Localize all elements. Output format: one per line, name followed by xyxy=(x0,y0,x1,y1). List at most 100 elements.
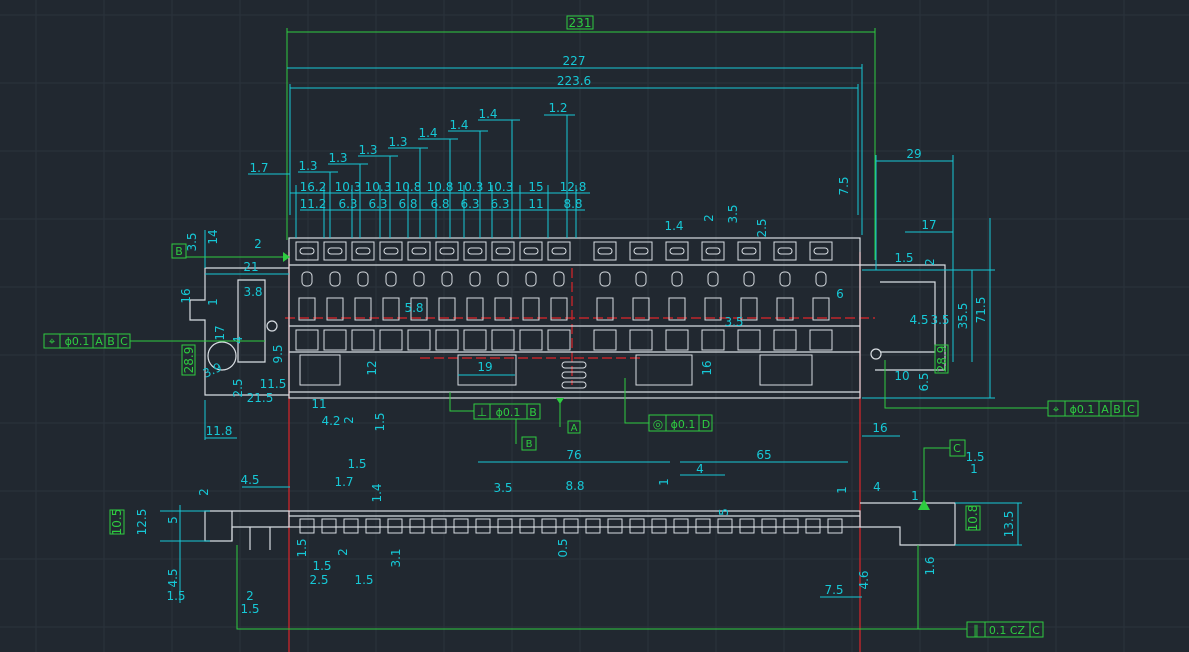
dim-1-3-b: 1.3 xyxy=(358,143,377,157)
pin-oval xyxy=(413,271,425,287)
dim-1-4-c: 1.4 xyxy=(418,126,437,140)
lower-cell xyxy=(629,329,653,351)
dim-2-left: 2 xyxy=(254,237,262,251)
dim-1-5-side-c: 1.5 xyxy=(354,573,373,587)
slot-cell xyxy=(491,241,515,261)
dim-10-5-box xyxy=(109,509,125,535)
tooth xyxy=(651,518,667,534)
dim-2-right: 2 xyxy=(923,258,937,266)
lower-cell xyxy=(593,329,617,351)
slot-cell xyxy=(809,241,833,261)
pitch-10-3-a: 10.3 xyxy=(335,180,362,194)
slot-6-8-a: 6.8 xyxy=(398,197,417,211)
dim-10-5: 10.5 xyxy=(110,509,124,536)
dim-1-7: 1.7 xyxy=(249,161,268,175)
dim-2-side-l: 2 xyxy=(246,589,254,603)
dim-3-5-top: 3.5 xyxy=(726,204,740,223)
stack-oval xyxy=(561,381,587,389)
lower-cell xyxy=(323,329,347,351)
slot-oval xyxy=(355,247,371,255)
tooth xyxy=(739,518,755,534)
fcf-perp-tol: ϕ0.1 xyxy=(496,406,521,419)
stagger-dimension-texts: 1.2 1.4 1.4 1.4 1.3 1.3 1.3 1.3 1.7 xyxy=(249,101,567,175)
dim-1-5-side-l2: 1.5 xyxy=(240,602,259,616)
left-hole xyxy=(266,320,278,332)
fcf-par-leader xyxy=(236,545,967,630)
dim-10-8: 10.8 xyxy=(966,505,980,532)
slot-oval xyxy=(411,247,427,255)
dim-14: 14 xyxy=(206,229,220,244)
tooth xyxy=(761,518,777,534)
fcf-concentric: ◎ ϕ0.1 D xyxy=(624,378,713,432)
tooth xyxy=(717,518,733,534)
tooth xyxy=(673,518,689,534)
lower-cell xyxy=(435,329,459,351)
pin-oval xyxy=(469,271,481,287)
datum-b-box xyxy=(171,243,187,259)
dim-2-right-top: 2 xyxy=(702,214,716,222)
fcf-perp-leader xyxy=(449,392,474,412)
slot-oval xyxy=(299,247,315,255)
tooth xyxy=(783,518,799,534)
fcf-right-leader xyxy=(884,360,1048,409)
dim-71-5: 71.5 xyxy=(974,297,988,324)
dim-6-5: 6.5 xyxy=(917,372,931,391)
slot-6-3-c: 6.3 xyxy=(460,197,479,211)
fcf-perpendicular: ⊥ ϕ0.1 B B xyxy=(449,392,541,451)
tooth xyxy=(607,518,623,534)
dim-5-side-mid: 5 xyxy=(717,508,731,516)
side-view-part-outline xyxy=(204,502,956,550)
dim-227-text: 227 xyxy=(563,54,586,68)
lower-cell xyxy=(519,329,543,351)
dim-16-left: 16 xyxy=(179,288,193,303)
dim-1-side-tab: 1 xyxy=(911,489,919,503)
dim-1-side: 1 xyxy=(657,478,671,486)
mid-cell xyxy=(326,297,344,321)
slot-oval xyxy=(705,247,721,255)
tooth xyxy=(475,518,491,534)
pitch-15: 15 xyxy=(528,180,543,194)
dim-29: 29 xyxy=(906,147,921,161)
slot-6-3-d: 6.3 xyxy=(490,197,509,211)
slot-cell xyxy=(379,241,403,261)
pitch-10-8-b: 10.8 xyxy=(427,180,454,194)
pin-oval xyxy=(815,271,827,287)
pocket xyxy=(457,354,517,386)
dim-35-5: 35.5 xyxy=(956,303,970,330)
dim-2-side: 2 xyxy=(197,488,211,496)
side-view-left-end xyxy=(204,510,289,542)
slot-cell xyxy=(737,241,761,261)
dim-28-9-right: 28.9 xyxy=(935,346,949,373)
fcf-right-ref-c: C xyxy=(1127,403,1135,416)
tooth xyxy=(365,518,381,534)
top-view-body xyxy=(288,237,861,399)
fcf-right-position: ⌖ ϕ0.1 A B C xyxy=(884,360,1139,417)
lower-cell xyxy=(809,329,833,351)
slot-oval xyxy=(495,247,511,255)
pitch-10-3-b: 10.3 xyxy=(365,180,392,194)
dim-231-box xyxy=(566,15,594,30)
slot-cell xyxy=(629,241,653,261)
datum-a-marker: A xyxy=(556,398,581,434)
right-tab-outline xyxy=(860,264,946,371)
dim-1-4-a: 1.4 xyxy=(478,107,497,121)
fcf-right-ref-b: B xyxy=(1113,403,1121,416)
pitch-10-3-d: 10.3 xyxy=(487,180,514,194)
fcf-left-ref-c: C xyxy=(120,335,128,348)
dim-1-5-side-right: 1.5 xyxy=(965,450,984,464)
dim-16-mid: 16 xyxy=(700,360,714,375)
dim-28-9-left: 28.9 xyxy=(182,347,196,374)
lower-cell xyxy=(773,329,797,351)
dim-1-6-side: 1.6 xyxy=(923,556,937,575)
slot-oval xyxy=(383,247,399,255)
tooth xyxy=(563,518,579,534)
tooth xyxy=(321,518,337,534)
dim-5-side: 5 xyxy=(166,516,180,524)
pitch-16-2: 16.2 xyxy=(300,180,327,194)
mid-cell xyxy=(298,297,316,321)
fcf-left-ref-b: B xyxy=(107,335,115,348)
mid-cell xyxy=(550,297,568,321)
dim-9-5: 9.5 xyxy=(271,344,285,363)
dim-17: 17 xyxy=(921,218,936,232)
